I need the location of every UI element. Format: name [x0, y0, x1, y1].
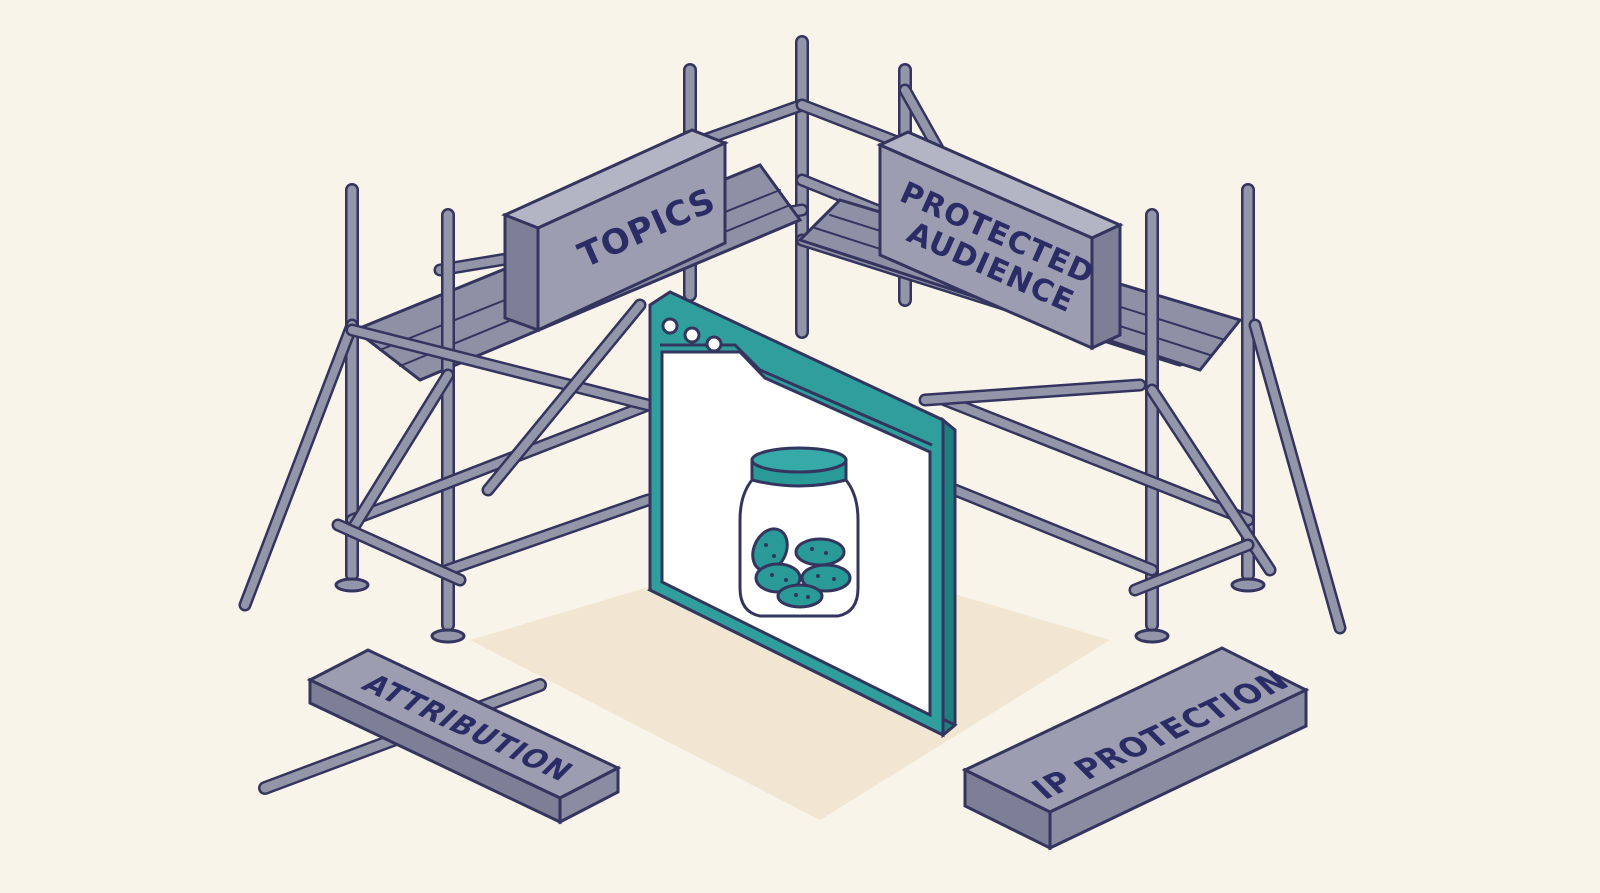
browser-dot-2: [683, 326, 701, 344]
sign-topics: TOPICS: [501, 128, 729, 333]
browser-dot-1: [661, 317, 679, 335]
cookies: [751, 527, 852, 609]
cookie-jar-icon: [738, 446, 860, 618]
sign-protected-audience: PROTECTED AUDIENCE: [876, 130, 1124, 351]
browser-dot-3: [705, 335, 723, 353]
